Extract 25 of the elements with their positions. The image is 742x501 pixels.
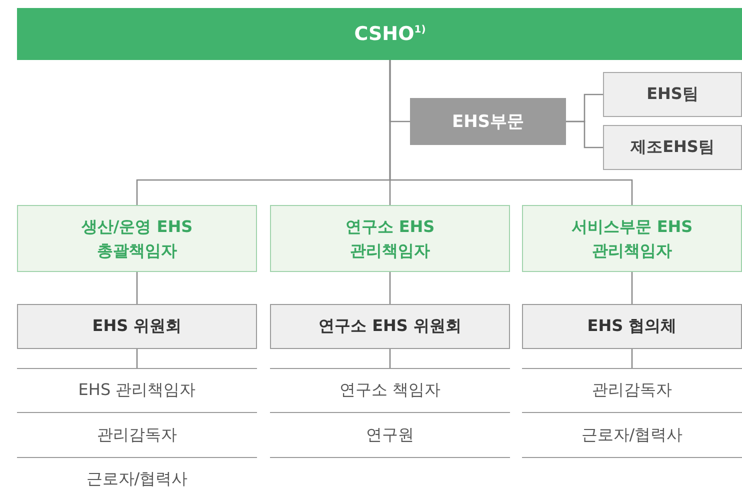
manager-box: 생산/운영 EHS 총괄책임자	[17, 205, 257, 272]
department-box: EHS부문	[410, 98, 566, 145]
manager-box: 연구소 EHS 관리책임자	[270, 205, 510, 272]
connector-line	[631, 349, 633, 368]
list-item: EHS 관리책임자	[17, 368, 257, 413]
manager-box: 서비스부문 EHS 관리책임자	[522, 205, 742, 272]
team-box: EHS팀	[603, 72, 742, 117]
list-item: 연구소 책임자	[270, 368, 510, 413]
connector-line	[389, 60, 633, 205]
committee-box: EHS 협의체	[522, 304, 742, 349]
connector-line	[136, 272, 138, 304]
team-box: 제조EHS팀	[603, 125, 742, 170]
connector-line	[631, 272, 633, 304]
list-item: 근로자/협력사	[522, 413, 742, 458]
connector-line	[389, 349, 391, 368]
connector-line	[136, 349, 138, 368]
list-item: 관리감독자	[522, 368, 742, 413]
title-bar: CSHO$^{1)}$	[17, 8, 742, 60]
list-item: 연구원	[270, 413, 510, 458]
list-item: 근로자/협력사	[17, 458, 257, 500]
committee-box: EHS 위원회	[17, 304, 257, 349]
connector-line	[389, 272, 391, 304]
committee-box: 연구소 EHS 위원회	[270, 304, 510, 349]
list-item: 관리감독자	[17, 413, 257, 458]
connector-line	[566, 120, 603, 148]
